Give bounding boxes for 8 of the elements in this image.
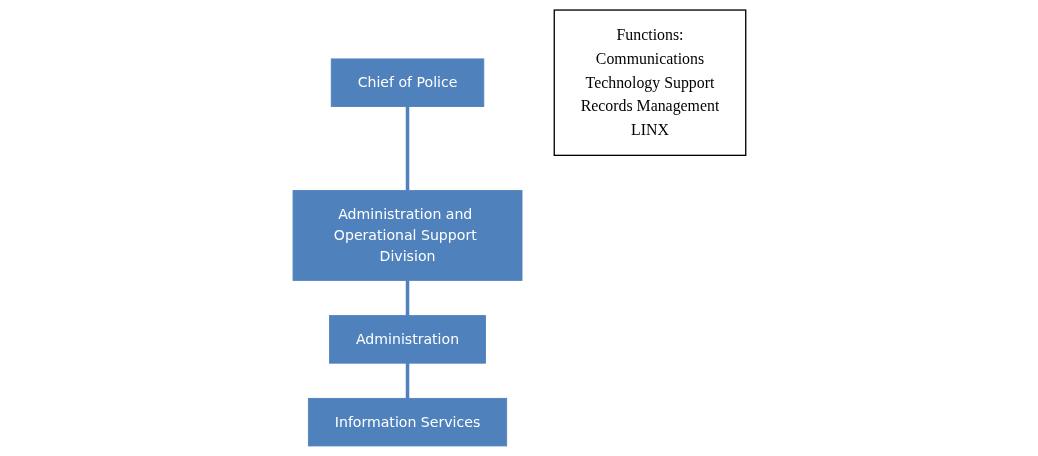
connector [405, 106, 409, 191]
connector [405, 363, 409, 399]
node-box: Functions: Communications Technology Support Records Management LINX [553, 9, 746, 156]
node-box: Information Services [307, 397, 507, 447]
node-box: Administration [328, 315, 486, 364]
connector [405, 280, 409, 316]
node-box: Administration and Operational Support Division [292, 190, 523, 281]
node-box: Chief of Police [330, 58, 484, 107]
